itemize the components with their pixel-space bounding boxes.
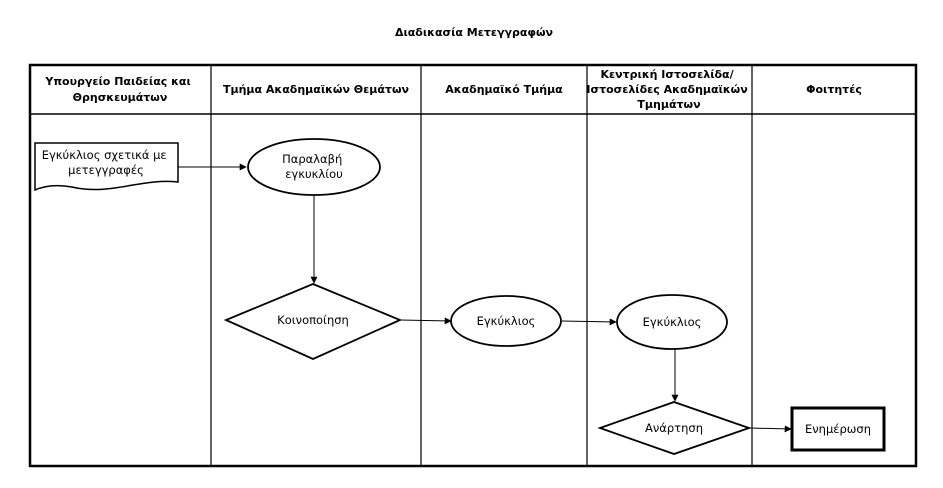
- node-label: Ενημέρωση: [805, 422, 871, 436]
- arrow-department-to-website: [560, 318, 617, 326]
- node-circular-department: Εγκύκλιος: [450, 295, 562, 347]
- node-circular-website: Εγκύκλιος: [616, 294, 728, 350]
- diagram-title: Διαδικασία Μετεγγραφών: [395, 26, 553, 39]
- node-label: Κοινοποίηση: [277, 313, 349, 327]
- lane-header-academic-affairs: Τμήμα Ακαδημαϊκών Θεμάτων: [223, 83, 409, 96]
- ellipse-shape: [616, 294, 728, 350]
- document-shape: [34, 142, 179, 192]
- node-label: Εγκύκλιος: [477, 314, 536, 328]
- node-update: Ενημέρωση: [790, 406, 886, 452]
- lane-header-ministry: Υπουργείο Παιδείας και Θρησκευμάτων: [44, 75, 194, 104]
- rectangle-shape: [790, 406, 886, 452]
- swimlane-frame: [28, 63, 918, 468]
- arrow-posting-to-update: [748, 425, 792, 433]
- lane-header-websites: Κεντρική Ιστοσελίδα/ Ιστοσελίδες Ακαδημα…: [586, 68, 751, 111]
- node-label: Εγκύκλιος: [643, 315, 702, 329]
- ellipse-shape: [247, 138, 381, 196]
- node-receive-circular: Παραλαβή εγκυκλίου: [247, 138, 381, 196]
- node-label: Ανάρτηση: [645, 421, 703, 435]
- diamond-shape: [223, 283, 403, 360]
- arrow-notification-to-department: [399, 317, 452, 325]
- ellipse-shape: [450, 295, 562, 347]
- node-notification: Κοινοποίηση: [223, 283, 403, 360]
- diamond-shape: [597, 401, 752, 455]
- node-circular-document: Εγκύκλιος σχετικά με μετεγγραφές: [34, 142, 179, 192]
- node-posting: Ανάρτηση: [597, 401, 752, 455]
- node-label: Παραλαβή εγκυκλίου: [282, 152, 346, 181]
- node-label: Εγκύκλιος σχετικά με μετεγγραφές: [42, 148, 171, 177]
- lane-header-academic-department: Ακαδημαϊκό Τμήμα: [445, 83, 563, 96]
- lane-header-students: Φοιτητές: [806, 83, 862, 96]
